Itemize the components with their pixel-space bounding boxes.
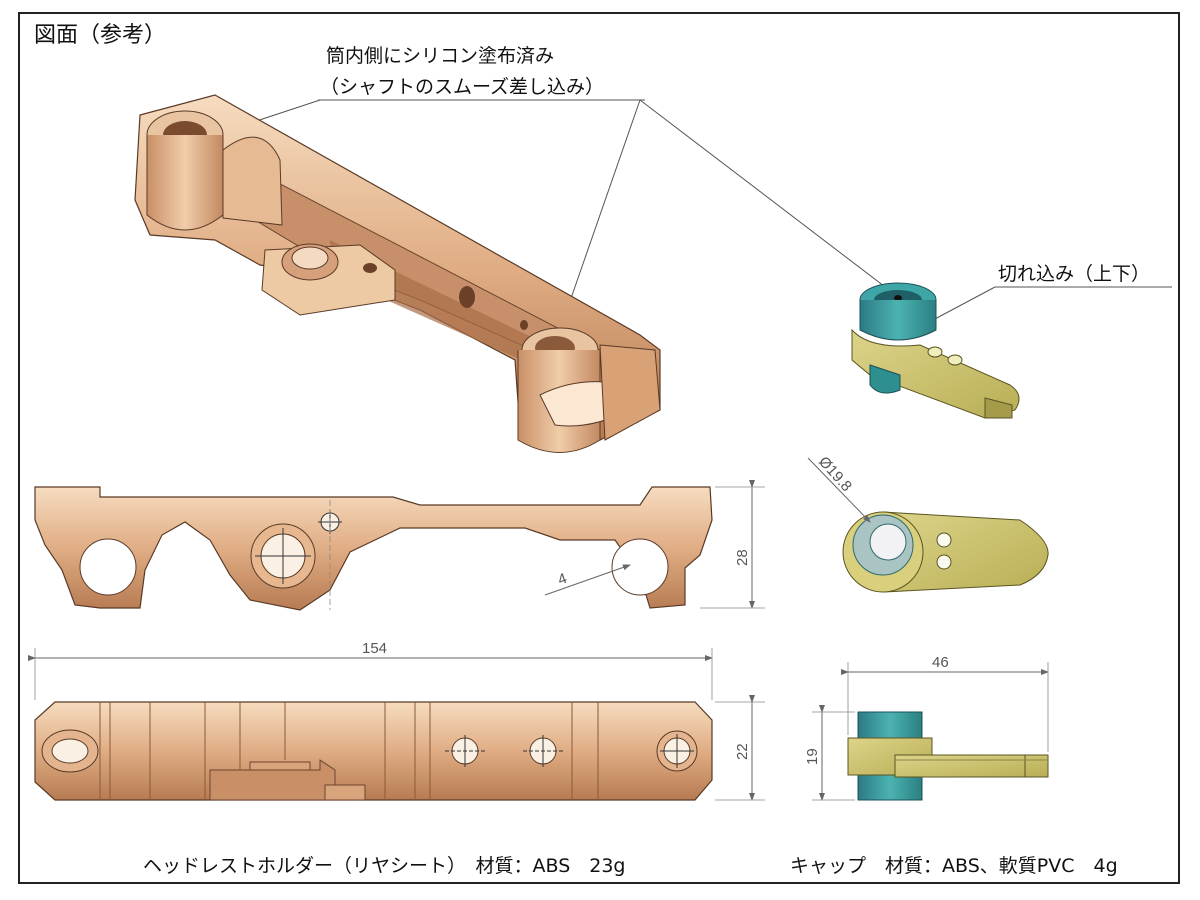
notch-leader [932, 286, 996, 321]
dim-22-label: 22 [734, 743, 751, 760]
cap-caption: キャップ 材質：ABS、軟質PVC 4g [790, 855, 1118, 877]
cap-3d-view [851, 282, 1020, 419]
holder-top-view [34, 701, 713, 801]
silicone-callout-line1: 筒内側にシリコン塗布済み [326, 44, 554, 67]
dim-line-19-8 [807, 457, 871, 523]
notch-callout: 切れ込み（上下） [998, 263, 1150, 285]
drawing-frame [18, 12, 1180, 884]
dim-154-label: 154 [362, 640, 387, 657]
cap-side-view [847, 711, 1049, 801]
silicone-callout-line2: （シャフトのスムーズ差し込み） [320, 76, 604, 98]
dim-19-8-label: Ø19.8 [815, 453, 855, 495]
dim-46-label: 46 [932, 654, 949, 671]
holder-caption: ヘッドレストホルダー（リヤシート） 材質：ABS 23g [143, 855, 626, 877]
holder-side-view [34, 486, 713, 611]
cap-top-view [842, 511, 1049, 593]
leader-line-right [639, 99, 898, 297]
dim-28-label: 28 [734, 549, 751, 566]
drawing-title: 図面（参考） [34, 23, 166, 48]
dim-19-label: 19 [804, 748, 821, 765]
dim-4-label: 4 [556, 570, 570, 589]
holder-3d-view [134, 94, 661, 453]
